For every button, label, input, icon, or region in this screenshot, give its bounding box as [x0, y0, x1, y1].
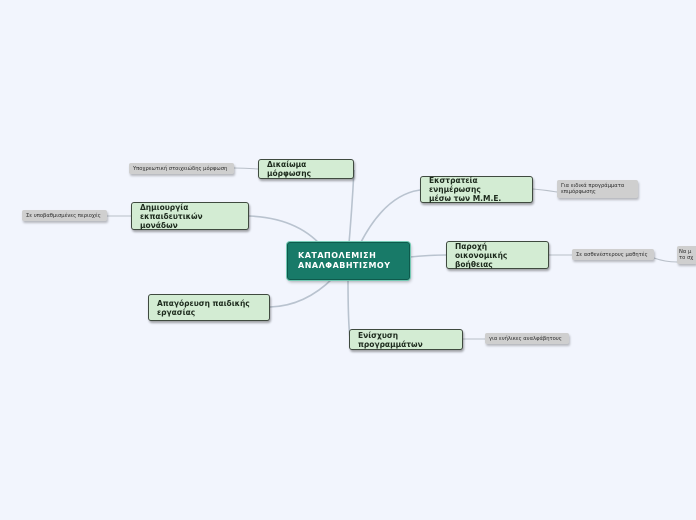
topic-paroxi-oikonomikis-voitheias[interactable]: Παροχή οικονομικής βοήθειας [446, 241, 549, 269]
note-asthenesterous-mathites[interactable]: Σε ασθενέστερους μαθητές [572, 249, 654, 260]
topic-ekstrateia-enimerosis[interactable]: Εκστρατεία ενημέρωσης μέσω των Μ.Μ.Ε. [420, 176, 533, 203]
topic-dikaioma-morfosis[interactable]: Δικαίωμα μόρφωσης [258, 159, 354, 179]
link-paroxi [409, 254, 447, 258]
topic-apagoreusi-paidikis-ergasias[interactable]: Απαγόρευση παιδικής εργασίας [148, 294, 270, 321]
topic-dimiourgia-ekpaideutikon-monadon[interactable]: Δημιουργία εκπαιδευτικών μονάδων [131, 202, 249, 230]
note-ypoxreotiki-stoixeiodis-morfosi[interactable]: Υποχρεωτική στοιχειώδης μόρφωση [129, 163, 234, 174]
note-label: Για ειδικά προγράμματα επιμόρφωσης [561, 183, 625, 195]
note-label: Σε υποβαθμισμένες περιοχές [26, 212, 101, 219]
link-apagoreusi [269, 277, 334, 308]
topic-enisxysi-programmaton[interactable]: Ενίσχυση προγραμμάτων [349, 329, 463, 350]
note-na-m-truncated[interactable]: Να μ το σχ [677, 246, 696, 264]
topic-label: Δημιουργία εκπαιδευτικών μονάδων [140, 202, 203, 230]
topic-label: Ενίσχυση προγραμμάτων [358, 330, 423, 349]
note-label: Σε ασθενέστερους μαθητές [576, 251, 648, 258]
topic-label: Εκστρατεία ενημέρωσης μέσω των Μ.Μ.Ε. [429, 176, 502, 203]
note-enilikes-analfavitous[interactable]: για ενήλικες αναλφάβητους [485, 333, 569, 344]
topic-label: Παροχή οικονομικής βοήθειας [455, 241, 508, 269]
link-note-ypoxreotiki [233, 167, 259, 170]
central-topic-label: ΚΑΤΑΠΟΛΕΜΙΣΗ ΑΝΑΛΦΑΒΗΤΙΣΜΟΥ [298, 251, 391, 270]
note-eidika-programmata[interactable]: Για ειδικά προγράμματα επιμόρφωσης [557, 180, 638, 198]
note-ypovathismenes-perioxes[interactable]: Σε υποβαθμισμένες περιοχές [22, 210, 107, 221]
topic-label: Δικαίωμα μόρφωσης [267, 160, 312, 178]
link-note-na-m [653, 257, 678, 263]
note-label: Υποχρεωτική στοιχειώδης μόρφωση [133, 165, 228, 172]
note-label: για ενήλικες αναλφάβητους [489, 335, 562, 342]
link-note-eidika [532, 188, 558, 193]
link-ekstrateia [359, 189, 421, 245]
central-topic[interactable]: ΚΑΤΑΠΟΛΕΜΙΣΗ ΑΝΑΛΦΑΒΗΤΙΣΜΟΥ [287, 242, 410, 280]
note-label: Να μ το σχ [679, 249, 694, 261]
topic-label: Απαγόρευση παιδικής εργασίας [157, 298, 250, 317]
